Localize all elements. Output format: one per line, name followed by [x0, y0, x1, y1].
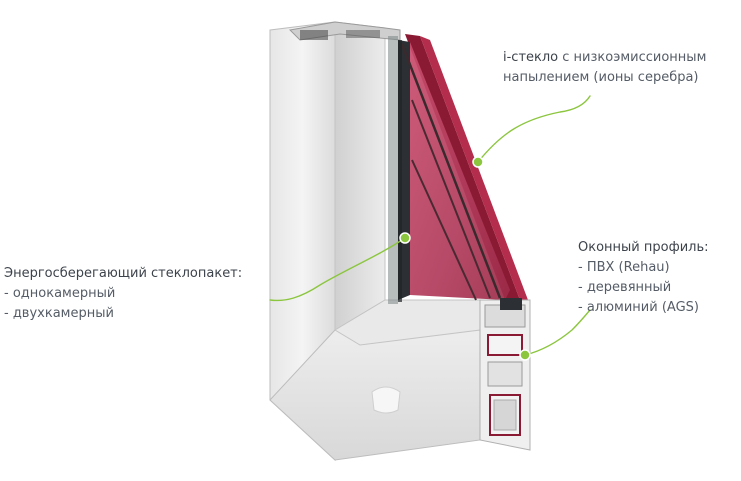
profile-section: [479, 298, 531, 451]
glass-unit-callout-title: Энергосберегающий стеклопакет:: [4, 266, 243, 281]
glass-unit-option: - двухкамерный: [4, 306, 114, 321]
callout-lines: [269, 95, 591, 356]
callout-dot-glass: [472, 156, 484, 168]
callout-dot-unit: [399, 232, 411, 244]
glass-callout-title-rest: с низкоэмиссионным: [558, 50, 707, 65]
profile-option: - алюминий (AGS): [578, 300, 699, 315]
glass-unit-callout-label: Энергосберегающий стеклопакет: - однокам…: [4, 264, 242, 324]
glass-unit-option: - однокамерный: [4, 286, 116, 301]
glass-callout-line2: напылением (ионы серебра): [503, 70, 699, 85]
callout-line-unit: [269, 237, 406, 302]
profile-option: - ПВХ (Rehau): [578, 260, 670, 275]
callout-line-glass: [477, 95, 591, 163]
profile-option: - деревянный: [578, 280, 672, 295]
glass-callout-label: i-стекло с низкоэмиссионным напылением (…: [503, 48, 706, 88]
profile-callout-title: Оконный профиль:: [578, 240, 709, 255]
glass-callout-title-bold: i-стекло: [503, 50, 559, 65]
callout-line-profile: [524, 309, 591, 356]
glass-unit: [388, 34, 528, 304]
callout-dots: [399, 156, 531, 361]
window-frame: [269, 21, 481, 462]
profile-callout-label: Оконный профиль: - ПВХ (Rehau) - деревян…: [578, 238, 709, 318]
callout-dot-profile: [519, 349, 531, 361]
